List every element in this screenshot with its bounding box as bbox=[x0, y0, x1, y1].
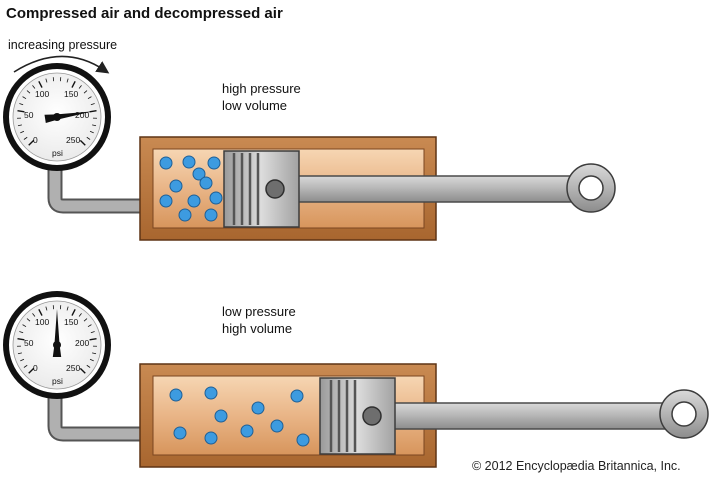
gauge-tick-mark bbox=[86, 136, 91, 140]
top-assembly: 0 50 100 150 200 250 psi bbox=[3, 63, 616, 241]
bottom-piston-icon bbox=[319, 377, 396, 455]
top-gauge-tick-200: 200 bbox=[75, 110, 89, 120]
increasing-pressure-label: increasing pressure bbox=[8, 38, 118, 52]
gauge-tick-mark bbox=[87, 324, 92, 328]
gauge-tick-mark bbox=[78, 85, 82, 89]
gauge-tick-mark bbox=[32, 313, 36, 317]
gauge-tick-mark bbox=[28, 139, 35, 146]
bottom-gauge-tick-0: 0 bbox=[33, 363, 38, 373]
gauge-tick-mark bbox=[28, 367, 35, 374]
bottom-pipe bbox=[49, 388, 148, 440]
top-gauge-tick-100: 100 bbox=[35, 89, 49, 99]
gauge-tick-mark bbox=[71, 81, 76, 88]
gauge-tick-mark bbox=[45, 306, 48, 311]
gauge-tick-mark bbox=[89, 358, 94, 362]
top-pressure-gauge-icon: 0 50 100 150 200 250 psi bbox=[3, 63, 111, 171]
gauge-tick-mark bbox=[32, 85, 36, 89]
gauge-tick-mark bbox=[90, 331, 95, 334]
bottom-state-line1: low pressure bbox=[222, 304, 296, 319]
bottom-gauge-unit: psi bbox=[52, 376, 63, 386]
curved-arrow-icon bbox=[13, 55, 110, 74]
gauge-tick-mark bbox=[22, 324, 27, 328]
gauge-tick-mark bbox=[89, 130, 94, 134]
top-gauge-unit: psi bbox=[52, 148, 63, 158]
gauge-tick-mark bbox=[83, 318, 88, 322]
gauge-tick-mark bbox=[78, 313, 82, 317]
top-eye-ring-icon bbox=[566, 163, 616, 213]
gauge-tick-mark bbox=[83, 90, 88, 94]
bottom-piston-rod bbox=[381, 402, 674, 430]
gauge-tick-mark bbox=[22, 96, 27, 100]
bottom-gauge-tick-250: 250 bbox=[66, 363, 80, 373]
gauge-tick-mark bbox=[86, 364, 91, 368]
top-pipe bbox=[49, 160, 148, 212]
gauge-tick-mark bbox=[71, 309, 76, 316]
gauge-tick-mark bbox=[92, 352, 97, 355]
gauge-tick-mark bbox=[38, 309, 43, 316]
bottom-pressure-gauge-icon: 0 50 100 150 200 250 psi bbox=[3, 291, 111, 399]
top-gauge-tick-150: 150 bbox=[64, 89, 78, 99]
top-piston-icon bbox=[223, 150, 300, 228]
top-air-molecules bbox=[159, 155, 223, 222]
top-state-line2: low volume bbox=[222, 98, 288, 113]
gauge-tick-mark bbox=[19, 103, 24, 106]
bottom-gauge-tick-100: 100 bbox=[35, 317, 49, 327]
gauge-tick-mark bbox=[20, 130, 25, 134]
gauge-tick-mark bbox=[79, 367, 86, 374]
bottom-gauge-tick-50: 50 bbox=[24, 338, 34, 348]
bottom-state-line2: high volume bbox=[222, 321, 293, 336]
gauge-tick-mark bbox=[17, 352, 22, 355]
top-gauge-tick-0: 0 bbox=[33, 135, 38, 145]
gauge-tick-mark bbox=[26, 90, 31, 94]
top-piston-rod bbox=[284, 175, 592, 203]
top-state-line1: high pressure bbox=[222, 81, 301, 96]
bottom-assembly: 0 50 100 150 200 250 psi bbox=[3, 291, 709, 468]
gauge-tick-mark bbox=[79, 139, 86, 146]
gauge-tick-mark bbox=[45, 78, 48, 83]
gauge-tick-mark bbox=[66, 306, 69, 311]
gauge-tick-mark bbox=[23, 136, 28, 140]
bottom-eye-ring-icon bbox=[659, 389, 709, 439]
gauge-tick-mark bbox=[23, 364, 28, 368]
gauge-tick-mark bbox=[90, 103, 95, 106]
gauge-tick-mark bbox=[26, 318, 31, 322]
gauge-tick-mark bbox=[17, 124, 22, 127]
gauge-tick-mark bbox=[66, 78, 69, 83]
bottom-air-molecules bbox=[169, 386, 310, 447]
gauge-tick-mark bbox=[20, 358, 25, 362]
gauge-tick-mark bbox=[87, 96, 92, 100]
gauge-tick-mark bbox=[17, 338, 25, 341]
gauge-tick-mark bbox=[89, 338, 97, 341]
top-gauge-tick-50: 50 bbox=[24, 110, 34, 120]
gauge-tick-mark bbox=[92, 124, 97, 127]
bottom-gauge-tick-150: 150 bbox=[64, 317, 78, 327]
copyright-notice: © 2012 Encyclopædia Britannica, Inc. bbox=[472, 459, 681, 473]
top-gauge-tick-250: 250 bbox=[66, 135, 80, 145]
gauge-tick-mark bbox=[19, 331, 24, 334]
page-title: Compressed air and decompressed air bbox=[6, 5, 283, 22]
bottom-gauge-tick-200: 200 bbox=[75, 338, 89, 348]
gauge-tick-mark bbox=[38, 81, 43, 88]
gauge-tick-mark bbox=[17, 110, 25, 113]
